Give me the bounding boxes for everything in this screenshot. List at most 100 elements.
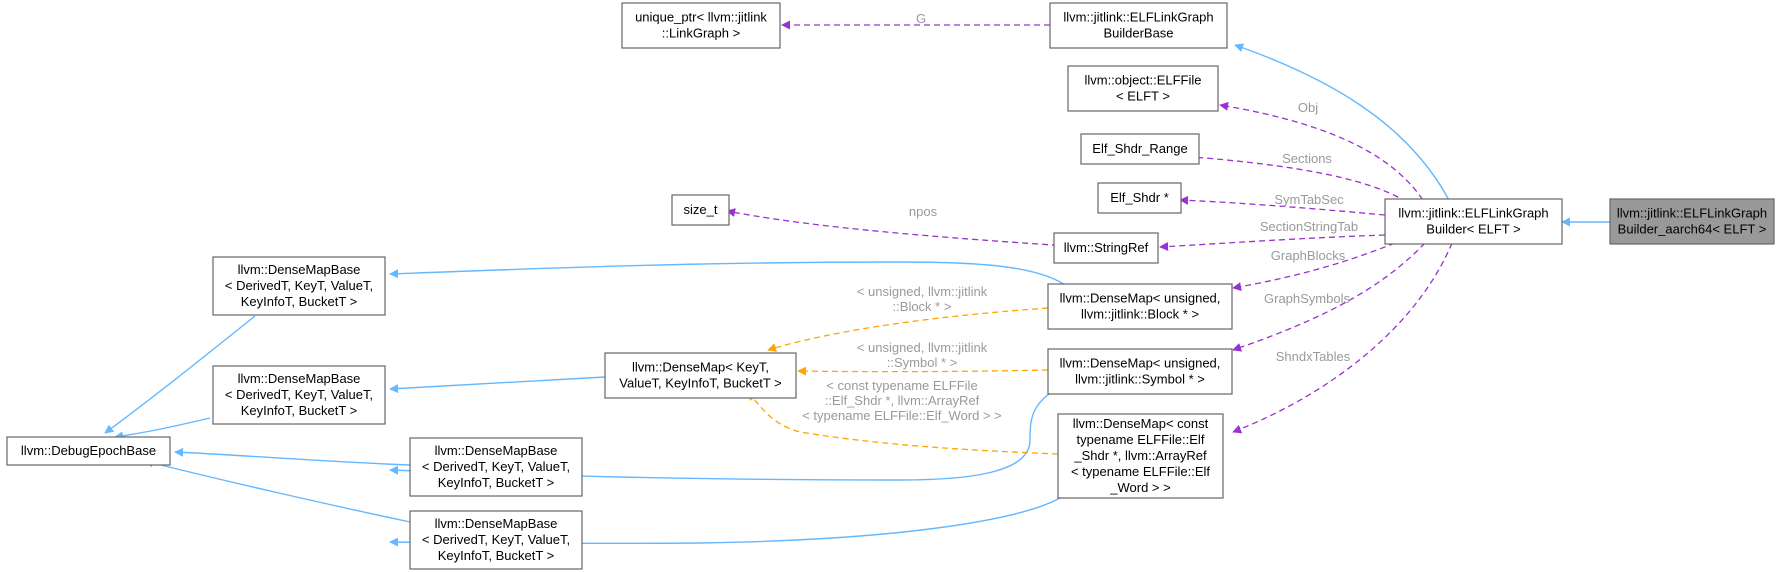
member-obj-edge (1219, 101, 1429, 209)
edge-label-line: < typename ELFFile::Elf_Word > > (802, 408, 1002, 423)
node-densemapbase-3[interactable]: llvm::DenseMapBase< DerivedT, KeyT, Valu… (409, 437, 583, 497)
edge-label-line: G (916, 11, 926, 26)
node-densemap-symbol[interactable]: llvm::DenseMap< unsigned,llvm::jitlink::… (1047, 348, 1233, 395)
edge-label-line: Obj (1298, 100, 1318, 115)
node-label-line: < DerivedT, KeyT, ValueT, (225, 278, 373, 293)
edge-label-symtabsec: SymTabSec (1274, 192, 1344, 207)
edge-label-line: Sections (1282, 151, 1332, 166)
edge-label-tmpl-symbol: < unsigned, llvm::jitlink::Symbol * > (857, 340, 988, 370)
node-elffile[interactable]: llvm::object::ELFFile< ELFT > (1067, 65, 1219, 112)
node-densemapbase-1[interactable]: llvm::DenseMapBase< DerivedT, KeyT, Valu… (212, 256, 386, 316)
inherit-debugepoch-to-densemapbase2-edge (114, 417, 211, 441)
member-npos-edge (726, 208, 1069, 247)
node-label-line: < DerivedT, KeyT, ValueT, (422, 532, 570, 547)
edges (104, 20, 1610, 547)
node-label-line: llvm::DenseMap< unsigned, (1060, 291, 1221, 306)
node-label-line: llvm::DebugEpochBase (21, 443, 156, 458)
edge-label-graphsymbols: GraphSymbols (1264, 291, 1350, 306)
node-elflinkgraph-builder-aarch64[interactable]: llvm::jitlink::ELFLinkGraphBuilder_aarch… (1609, 198, 1775, 245)
member-sections-edge (1179, 152, 1416, 209)
edge-label-line: npos (909, 204, 938, 219)
node-size-t[interactable]: size_t (671, 194, 730, 226)
node-stringref[interactable]: llvm::StringRef (1053, 232, 1159, 264)
node-label-line: llvm::jitlink::Block * > (1081, 307, 1199, 322)
inherit-builderbase-to-builder-edge (1234, 43, 1454, 209)
node-elf-shdr-range[interactable]: Elf_Shdr_Range (1080, 133, 1200, 165)
edge-label-sectionstringtab: SectionStringTab (1260, 219, 1358, 234)
edge-label-tmpl-block: < unsigned, llvm::jitlink::Block * > (857, 284, 988, 314)
inherit-debugepoch-to-densemapbase4-edge (144, 458, 411, 523)
node-label-line: llvm::DenseMapBase (238, 262, 361, 277)
node-elf-shdr-ptr[interactable]: Elf_Shdr * (1097, 182, 1182, 214)
node-label-line: llvm::DenseMap< unsigned, (1060, 356, 1221, 371)
node-unique-ptr-linkgraph[interactable]: unique_ptr< llvm::jitlink::LinkGraph > (621, 2, 781, 49)
node-label-line: llvm::jitlink::Symbol * > (1075, 372, 1205, 387)
edge-label-line: ::Elf_Shdr *, llvm::ArrayRef (825, 393, 980, 408)
node-label-line: < ELFT > (1116, 89, 1170, 104)
nodes: llvm::jitlink::ELFLinkGraphBuilder_aarch… (6, 2, 1775, 570)
inherit-debugepoch-to-densemapbase3-edge (174, 447, 411, 466)
node-label-line: llvm::object::ELFFile (1084, 73, 1201, 88)
node-label-line: llvm::StringRef (1064, 240, 1149, 255)
inherit-densemapbase1-to-block-edge (389, 261, 1069, 288)
member-graphblocks-edge (1232, 242, 1396, 292)
edge-label-g: G (916, 11, 926, 26)
node-label-line: < DerivedT, KeyT, ValueT, (422, 459, 570, 474)
node-label-line: llvm::DenseMap< KeyT, (632, 360, 769, 375)
inherit-generic-to-densemapbase2-edge (389, 376, 606, 394)
node-densemap-generic[interactable]: llvm::DenseMap< KeyT,ValueT, KeyInfoT, B… (604, 352, 797, 399)
node-debugepochbase[interactable]: llvm::DebugEpochBase (6, 436, 171, 466)
template-const-edge (747, 391, 1059, 455)
edge-label-npos: npos (909, 204, 938, 219)
node-label-line: llvm::DenseMap< const (1073, 416, 1209, 431)
edge-label-tmpl-const: < const typename ELFFile::Elf_Shdr *, ll… (802, 378, 1002, 423)
template-symbol-edge (797, 366, 1049, 376)
node-densemap-block[interactable]: llvm::DenseMap< unsigned,llvm::jitlink::… (1047, 283, 1233, 330)
node-label-line: llvm::DenseMapBase (435, 443, 558, 458)
edge-label-line: ShndxTables (1276, 349, 1351, 364)
node-label-line: typename ELFFile::Elf (1077, 432, 1205, 447)
node-label-line: Elf_Shdr_Range (1092, 141, 1187, 156)
node-label-line: _Shdr *, llvm::ArrayRef (1073, 448, 1207, 463)
node-label-line: KeyInfoT, BucketT > (241, 403, 357, 418)
node-label-line: Builder< ELFT > (1426, 222, 1520, 237)
template-block-edge (767, 307, 1049, 352)
node-label-line: KeyInfoT, BucketT > (438, 548, 554, 563)
edge-label-line: ::Symbol * > (887, 355, 957, 370)
edge-label-line: < unsigned, llvm::jitlink (857, 340, 988, 355)
node-label-line: llvm::jitlink::ELFLinkGraph (1617, 206, 1767, 221)
node-label-line: BuilderBase (1103, 26, 1173, 41)
edge-label-line: GraphBlocks (1271, 248, 1346, 263)
edge-label-line: SectionStringTab (1260, 219, 1358, 234)
node-label-line: llvm::DenseMapBase (238, 371, 361, 386)
edge-label-obj: Obj (1298, 100, 1318, 115)
member-symtabsec-edge (1179, 195, 1386, 216)
node-densemapbase-2[interactable]: llvm::DenseMapBase< DerivedT, KeyT, Valu… (212, 365, 386, 425)
node-label-line: Builder_aarch64< ELFT > (1618, 222, 1767, 237)
node-label-line: size_t (684, 202, 718, 217)
member-shndxtables-edge (1232, 242, 1453, 434)
node-densemapbase-4[interactable]: llvm::DenseMapBase< DerivedT, KeyT, Valu… (409, 510, 583, 570)
edge-label-line: < unsigned, llvm::jitlink (857, 284, 988, 299)
edge-label-shndxtables: ShndxTables (1276, 349, 1351, 364)
edge-label-sections: Sections (1282, 151, 1332, 166)
node-label-line: llvm::jitlink::ELFLinkGraph (1398, 206, 1548, 221)
edge-label-graphblocks: GraphBlocks (1271, 248, 1346, 263)
node-label-line: < DerivedT, KeyT, ValueT, (225, 387, 373, 402)
node-label-line: _Word > > (1109, 480, 1170, 495)
node-label-line: KeyInfoT, BucketT > (241, 294, 357, 309)
member-graphsymbols-edge (1232, 242, 1426, 352)
edge-label-line: < const typename ELFFile (826, 378, 977, 393)
node-label-line: ::LinkGraph > (662, 26, 740, 41)
node-label-line: Elf_Shdr * (1110, 190, 1169, 205)
inherit-debugepoch-to-densemapbase1-edge (104, 315, 256, 434)
node-label-line: < typename ELFFile::Elf (1071, 464, 1210, 479)
member-sectionstringtab-edge (1159, 234, 1386, 252)
edge-label-line: SymTabSec (1274, 192, 1344, 207)
edge-labels: G Obj Sections SymTabSec npos SectionStr… (802, 11, 1358, 423)
node-label-line: llvm::DenseMapBase (435, 516, 558, 531)
node-label-line: llvm::jitlink::ELFLinkGraph (1063, 10, 1213, 25)
